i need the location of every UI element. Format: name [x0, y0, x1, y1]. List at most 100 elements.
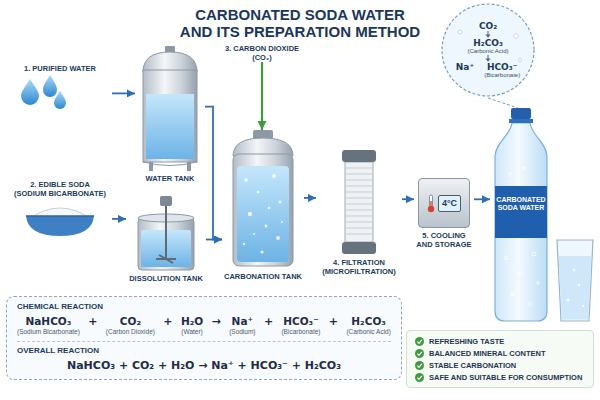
water-drops-icon [21, 79, 39, 105]
formula-caption: (Bicarbonate) [281, 328, 320, 336]
section-heading: CHEMICAL REACTION [17, 302, 391, 312]
flow-arrow [304, 197, 316, 199]
check-icon [415, 337, 424, 346]
filter-cartridge-drawing [342, 150, 376, 162]
chemical-formula: Na⁺ [232, 315, 253, 328]
node-label: 3. CARBON DIOXIDE (CO₂) [217, 44, 307, 62]
node-label: WATER TANK [135, 174, 205, 183]
check-icon [415, 349, 424, 358]
feature-text: REFRESHING TASTE [429, 336, 504, 347]
chemical-formula: H₂O [181, 315, 203, 328]
carbonation-tank-drawing [253, 233, 255, 235]
dissolution-tank-drawing [126, 196, 206, 272]
ion-column: HCO₃⁻(Bicarbonate) [484, 62, 520, 79]
carbonation-tank-drawing [233, 154, 293, 266]
reaction-arrow [486, 35, 491, 38]
drinking-glass [559, 256, 592, 320]
formula-caption: (Bicarbonate) [484, 72, 520, 79]
carbonation-tank-drawing [243, 243, 246, 246]
equation-term: CO₂(Carbon Dioxide) [106, 315, 155, 336]
check-item: REFRESHING TASTE [415, 336, 585, 347]
filter-unit: 4. FILTRATION (MICROFILTRATION) [316, 148, 402, 276]
node-label: DISSOLUTION TANK [126, 274, 206, 283]
ion-row: Na⁺ HCO₃⁻(Bicarbonate) [456, 62, 520, 79]
thermometer-icon [427, 193, 435, 213]
bottle-drawing [495, 123, 547, 321]
drinking-glass [557, 240, 593, 321]
reaction-arrow [488, 31, 489, 35]
benefits-box: REFRESHING TASTE BALANCED MINERAL CONTEN… [406, 330, 594, 388]
node-label: 1. PURIFIED WATER [8, 64, 112, 73]
feature-text: BALANCED MINERAL CONTENT [429, 348, 546, 359]
bottle-drawing [509, 119, 533, 123]
callout-leader [488, 98, 518, 108]
reaction-arrow [488, 55, 489, 59]
dissolution-tank-drawing [156, 255, 176, 263]
bottle-drawing [511, 108, 531, 119]
input-item: 1. PURIFIED WATER [8, 64, 112, 113]
zoom-circle-outline [442, 4, 534, 96]
carbonation-tank-drawing [260, 250, 263, 253]
reaction-arrow [484, 31, 492, 38]
soda-bowl-icon [26, 215, 94, 217]
equation-row: NaHCO₃(Sodium Bicarbonate)+CO₂(Carbon Di… [17, 315, 391, 336]
bottle-drawing [495, 186, 547, 238]
zoom-circle-outline [518, 58, 521, 61]
chemical-formula: H₂CO₃ [351, 315, 386, 328]
bottle-drawing [509, 173, 511, 175]
water-drops-icon [8, 73, 112, 113]
equation-operator: + [88, 315, 97, 328]
check-icon [417, 339, 422, 343]
bottle-drawing [537, 282, 539, 284]
drinking-glass [567, 299, 570, 302]
formula-caption: (Sodium) [229, 328, 255, 336]
bottle-drawing [504, 256, 508, 260]
chemical-formula: CO₂ [479, 21, 497, 31]
cooling-unit: 4°C [418, 178, 470, 228]
bottle-drawing [519, 272, 522, 275]
water-drops-icon [43, 75, 57, 97]
node-label: 5. COOLING AND STORAGE [414, 231, 474, 249]
flow-arrow [205, 107, 222, 240]
check-icon [417, 375, 422, 379]
check-item: BALANCED MINERAL CONTENT [415, 348, 585, 359]
bottle-drawing [511, 293, 514, 296]
equation-operator: + [329, 315, 338, 328]
formula-caption: (Carbon Dioxide) [106, 328, 155, 336]
flow-arrow [474, 198, 490, 200]
equation-operator: + [163, 315, 172, 328]
check-icon [415, 337, 424, 346]
carbonation-tank-drawing [279, 201, 282, 204]
check-icon [415, 361, 424, 370]
carbonation-tank-drawing [276, 236, 280, 240]
chemical-formula: Na⁺ [456, 62, 474, 72]
chemical-formula: CO₂ [120, 315, 141, 328]
check-icon [417, 351, 422, 355]
carbonation-tank-drawing [257, 191, 260, 194]
section-heading: OVERALL REACTION [17, 346, 391, 356]
bottle-drawing [532, 252, 536, 256]
formula-caption: (Carbonic Acid) [467, 48, 508, 55]
water-tank-drawing [135, 44, 205, 172]
carbonation-tank-drawing [222, 130, 304, 270]
reaction-arrow [484, 55, 492, 62]
dissolution-tank-drawing [160, 196, 172, 206]
water-tank-drawing [146, 94, 194, 159]
equation-term: HCO₃⁻(Bicarbonate) [281, 315, 320, 336]
equation-term: Na⁺(Sodium) [229, 315, 255, 336]
flow-arrow [112, 93, 135, 95]
filter-cartridge-drawing [345, 162, 373, 242]
chemical-formula: HCO₃⁻ [487, 62, 517, 72]
diagram-title: CARBONATED SODA WATER AND ITS PREPARATIO… [150, 6, 450, 40]
node-label: 2. EDIBLE SODA (SODIUM BICARBONATE) [8, 180, 112, 198]
equation-term: H₂O(Water) [181, 315, 203, 336]
ion-column: Na⁺ [456, 62, 474, 72]
check-item: STABLE CARBONATION [415, 360, 585, 371]
gas-input: 3. CARBON DIOXIDE (CO₂) [217, 44, 307, 62]
bottle-drawing [523, 167, 526, 170]
tank-unit: WATER TANK [135, 44, 205, 183]
flow-arrow [112, 218, 126, 220]
equation-term: H₂CO₃(Carbonic Acid) [346, 315, 390, 336]
carbonation-tank-drawing [268, 207, 270, 209]
dissolution-tank-drawing [165, 206, 167, 260]
